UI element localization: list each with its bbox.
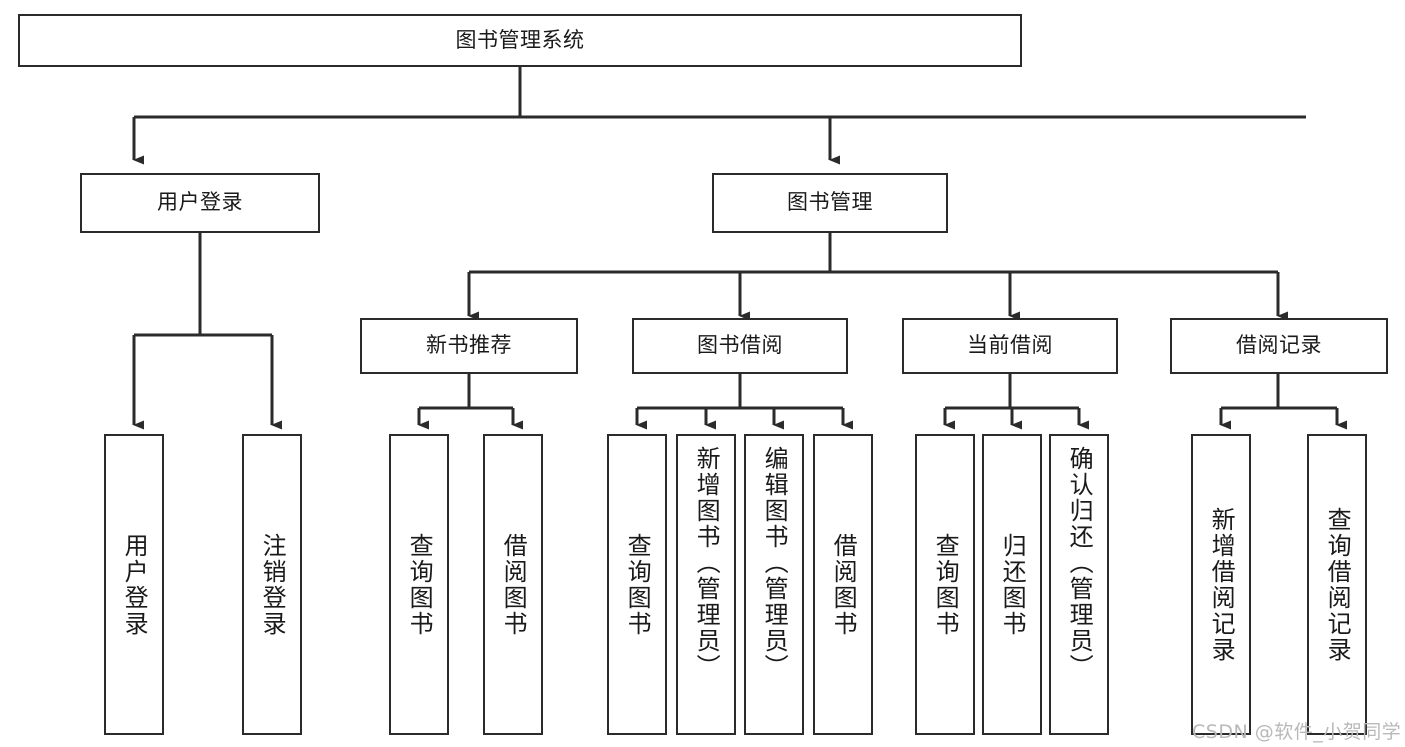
leaf-query-record-label: 查询借阅记录 <box>1323 506 1352 663</box>
leaf-user-login-label: 用户登录 <box>120 532 149 637</box>
leaf-edit-book[interactable]: 编辑图书（管理员） <box>744 434 804 735</box>
node-borrow-record-label: 借阅记录 <box>1236 333 1322 358</box>
leaf-add-book-label: 新增图书（管理员） <box>692 446 721 680</box>
node-borrow-record[interactable]: 借阅记录 <box>1170 318 1388 374</box>
leaf-add-book[interactable]: 新增图书（管理员） <box>676 434 736 735</box>
leaf-add-record-label: 新增借阅记录 <box>1207 506 1236 663</box>
leaf-user-login[interactable]: 用户登录 <box>104 434 164 735</box>
node-user-login-label: 用户登录 <box>157 190 243 215</box>
node-user-login[interactable]: 用户登录 <box>80 173 320 233</box>
node-book-borrow[interactable]: 图书借阅 <box>632 318 848 374</box>
leaf-query-book-1-label: 查询图书 <box>405 532 434 637</box>
leaf-query-book-2[interactable]: 查询图书 <box>607 434 667 735</box>
leaf-borrow-book-1-label: 借阅图书 <box>499 532 528 637</box>
node-current-borrow[interactable]: 当前借阅 <box>902 318 1118 374</box>
leaf-return-book[interactable]: 归还图书 <box>982 434 1042 735</box>
leaf-edit-book-label: 编辑图书（管理员） <box>760 446 789 680</box>
leaf-query-book-3-label: 查询图书 <box>931 532 960 637</box>
node-new-book-recommend[interactable]: 新书推荐 <box>360 318 578 374</box>
node-current-borrow-label: 当前借阅 <box>967 333 1053 358</box>
node-new-book-recommend-label: 新书推荐 <box>426 333 512 358</box>
node-root[interactable]: 图书管理系统 <box>18 14 1022 67</box>
leaf-confirm-return[interactable]: 确认归还（管理员） <box>1049 434 1109 735</box>
watermark-text: CSDN @软件_小贺同学 <box>1192 721 1402 743</box>
node-book-manage-label: 图书管理 <box>787 190 873 215</box>
node-book-borrow-label: 图书借阅 <box>697 333 783 358</box>
leaf-query-book-3[interactable]: 查询图书 <box>915 434 975 735</box>
leaf-add-record[interactable]: 新增借阅记录 <box>1191 434 1251 735</box>
leaf-query-book-2-label: 查询图书 <box>623 532 652 637</box>
leaf-user-logout[interactable]: 注销登录 <box>242 434 302 735</box>
node-root-label: 图书管理系统 <box>455 27 585 52</box>
leaf-user-logout-label: 注销登录 <box>258 532 287 637</box>
node-book-manage[interactable]: 图书管理 <box>712 173 948 233</box>
leaf-query-book-1[interactable]: 查询图书 <box>389 434 449 735</box>
leaf-return-book-label: 归还图书 <box>998 532 1027 637</box>
leaf-borrow-book-2[interactable]: 借阅图书 <box>813 434 873 735</box>
leaf-query-record[interactable]: 查询借阅记录 <box>1307 434 1367 735</box>
leaf-borrow-book-2-label: 借阅图书 <box>829 532 858 637</box>
leaf-borrow-book-1[interactable]: 借阅图书 <box>483 434 543 735</box>
leaf-confirm-return-label: 确认归还（管理员） <box>1065 446 1094 680</box>
